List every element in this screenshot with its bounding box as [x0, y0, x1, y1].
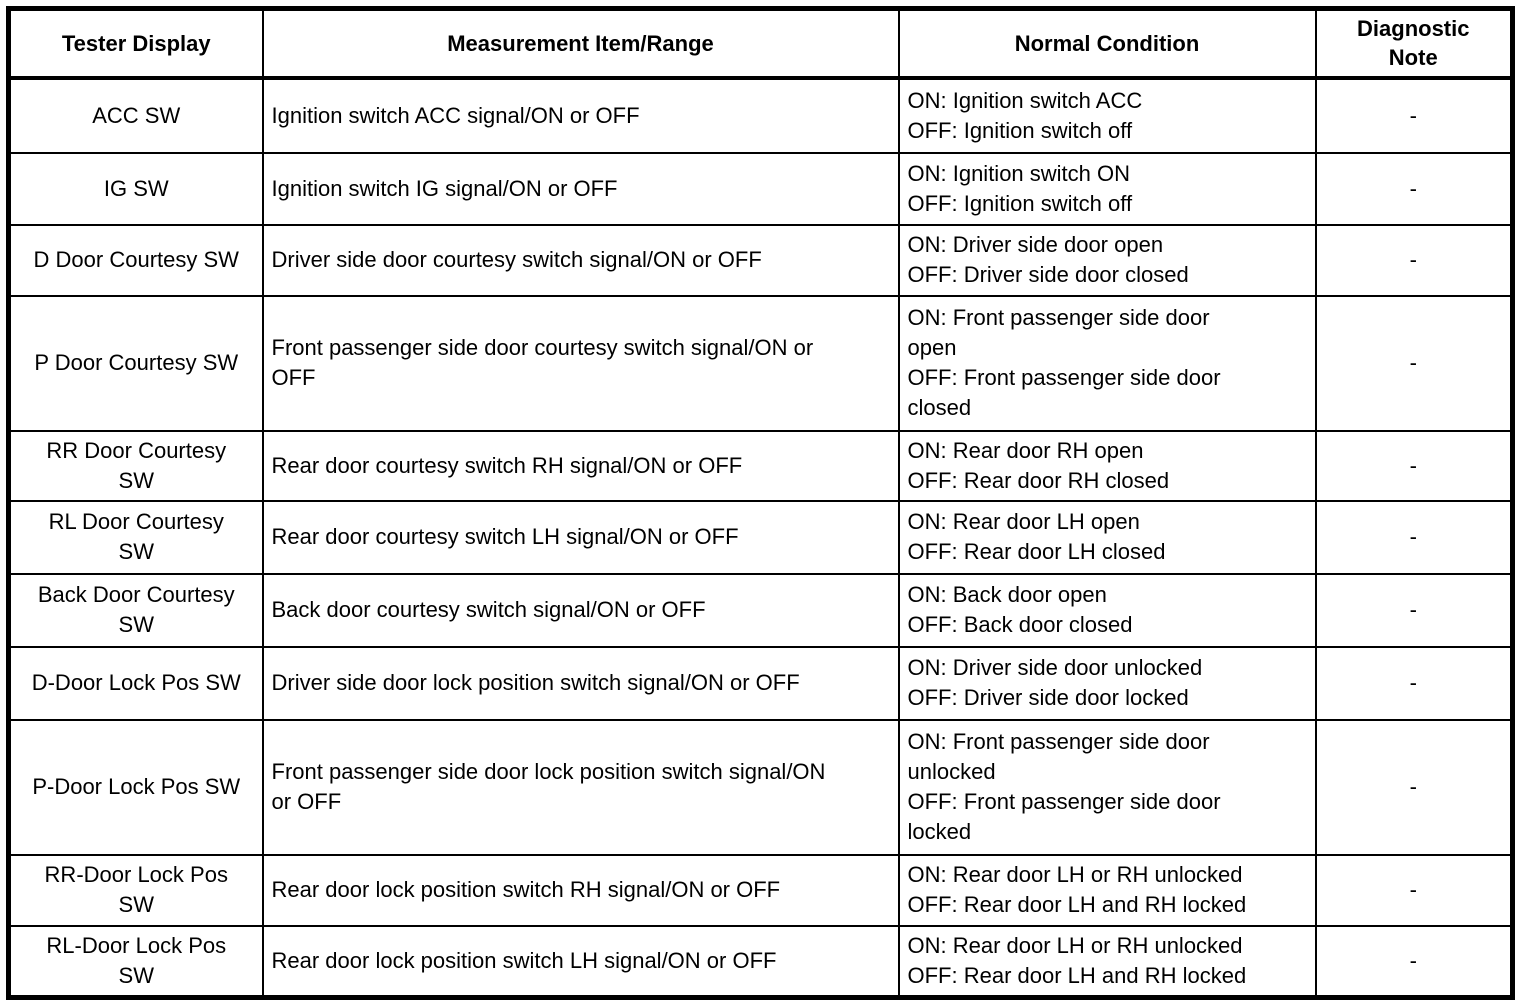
cell-diagnostic-note: -: [1314, 853, 1514, 927]
cell-diagnostic-note: -: [1314, 645, 1514, 721]
cell-normal-condition: ON: Rear door LH or RH unlocked OFF: Rea…: [897, 853, 1317, 927]
cell-normal-condition: ON: Back door open OFF: Back door closed: [897, 572, 1317, 648]
col-header-diagnostic-note: Diagnostic Note: [1314, 7, 1514, 80]
cell-diagnostic-note: -: [1314, 572, 1514, 648]
table-row-d-door-lock-pos-sw: D-Door Lock Pos SW Driver side door lock…: [7, 645, 1514, 721]
table-row-ig-sw: IG SW Ignition switch IG signal/ON or OF…: [7, 151, 1514, 226]
cell-tester-display: D Door Courtesy SW: [7, 223, 264, 297]
col-header-measurement-item-range: Measurement Item/Range: [261, 7, 900, 80]
cell-diagnostic-note: -: [1314, 223, 1514, 297]
cell-measurement-item: Driver side door courtesy switch signal/…: [261, 223, 900, 297]
cell-measurement-item: Rear door lock position switch RH signal…: [261, 853, 900, 927]
cell-diagnostic-note: -: [1314, 151, 1514, 226]
cell-measurement-item: Ignition switch ACC signal/ON or OFF: [261, 76, 900, 154]
cell-measurement-item: Rear door courtesy switch RH signal/ON o…: [261, 429, 900, 502]
cell-tester-display: D-Door Lock Pos SW: [7, 645, 264, 721]
cell-normal-condition: ON: Ignition switch ACC OFF: Ignition sw…: [897, 76, 1317, 154]
cell-diagnostic-note: -: [1314, 718, 1514, 856]
cell-tester-display: RR Door Courtesy SW: [7, 429, 264, 502]
cell-normal-condition: ON: Front passenger side door unlocked O…: [897, 718, 1317, 856]
table-row-acc-sw: ACC SW Ignition switch ACC signal/ON or …: [7, 76, 1514, 154]
cell-measurement-item: Rear door lock position switch LH signal…: [261, 924, 900, 999]
table-header-row: Tester Display Measurement Item/Range No…: [7, 7, 1514, 80]
cell-normal-condition: ON: Rear door LH open OFF: Rear door LH …: [897, 499, 1317, 575]
cell-tester-display: P Door Courtesy SW: [7, 294, 264, 432]
cell-measurement-item: Driver side door lock position switch si…: [261, 645, 900, 721]
cell-tester-display: IG SW: [7, 151, 264, 226]
cell-tester-display: ACC SW: [7, 76, 264, 154]
table-row-p-door-lock-pos-sw: P-Door Lock Pos SW Front passenger side …: [7, 718, 1514, 856]
cell-tester-display: P-Door Lock Pos SW: [7, 718, 264, 856]
cell-measurement-item: Back door courtesy switch signal/ON or O…: [261, 572, 900, 648]
cell-measurement-item: Front passenger side door lock position …: [261, 718, 900, 856]
cell-diagnostic-note: -: [1314, 294, 1514, 432]
cell-normal-condition: ON: Rear door LH or RH unlocked OFF: Rea…: [897, 924, 1317, 999]
cell-diagnostic-note: -: [1314, 924, 1514, 999]
cell-tester-display: Back Door Courtesy SW: [7, 572, 264, 648]
col-header-normal-condition: Normal Condition: [897, 7, 1317, 80]
cell-normal-condition: ON: Rear door RH open OFF: Rear door RH …: [897, 429, 1317, 502]
table-row-rr-door-lock-pos-sw: RR-Door Lock Pos SW Rear door lock posit…: [7, 853, 1514, 927]
cell-diagnostic-note: -: [1314, 499, 1514, 575]
table-row-d-door-courtesy-sw: D Door Courtesy SW Driver side door cour…: [7, 223, 1514, 297]
cell-diagnostic-note: -: [1314, 429, 1514, 502]
cell-tester-display: RL-Door Lock Pos SW: [7, 924, 264, 999]
cell-normal-condition: ON: Front passenger side door open OFF: …: [897, 294, 1317, 432]
cell-measurement-item: Rear door courtesy switch LH signal/ON o…: [261, 499, 900, 575]
cell-tester-display: RR-Door Lock Pos SW: [7, 853, 264, 927]
table-row-rr-door-courtesy-sw: RR Door Courtesy SW Rear door courtesy s…: [7, 429, 1514, 502]
cell-normal-condition: ON: Driver side door open OFF: Driver si…: [897, 223, 1317, 297]
col-header-tester-display: Tester Display: [7, 7, 264, 80]
table-row-back-door-courtesy-sw: Back Door Courtesy SW Back door courtesy…: [7, 572, 1514, 648]
cell-measurement-item: Front passenger side door courtesy switc…: [261, 294, 900, 432]
table-row-rl-door-lock-pos-sw: RL-Door Lock Pos SW Rear door lock posit…: [7, 924, 1514, 999]
tester-display-data-table: Tester Display Measurement Item/Range No…: [6, 6, 1515, 1000]
table-row-rl-door-courtesy-sw: RL Door Courtesy SW Rear door courtesy s…: [7, 499, 1514, 575]
table-row-p-door-courtesy-sw: P Door Courtesy SW Front passenger side …: [7, 294, 1514, 432]
cell-diagnostic-note: -: [1314, 76, 1514, 154]
cell-tester-display: RL Door Courtesy SW: [7, 499, 264, 575]
cell-normal-condition: ON: Driver side door unlocked OFF: Drive…: [897, 645, 1317, 721]
cell-normal-condition: ON: Ignition switch ON OFF: Ignition swi…: [897, 151, 1317, 226]
cell-measurement-item: Ignition switch IG signal/ON or OFF: [261, 151, 900, 226]
